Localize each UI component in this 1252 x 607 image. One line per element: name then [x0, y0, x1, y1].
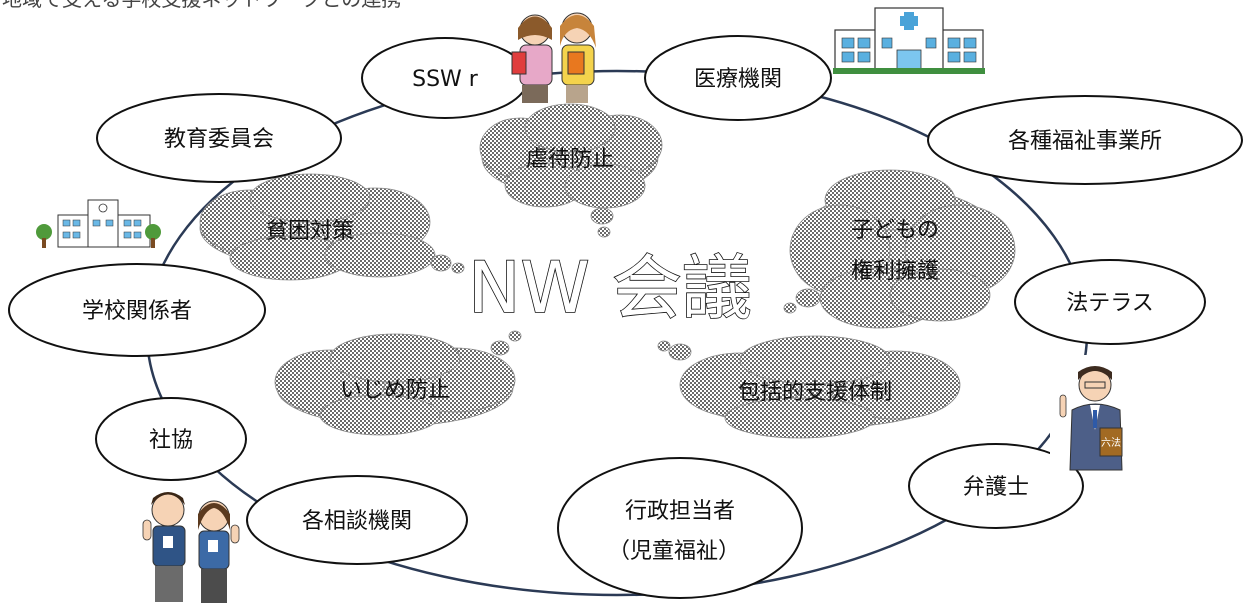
school-icon	[36, 199, 161, 248]
node-label-consultation: 各相談機関	[302, 509, 412, 534]
hospital-icon	[833, 7, 985, 74]
node-lawyer: 弁護士	[908, 443, 1084, 529]
node-board-of-education: 教育委員会	[96, 93, 342, 183]
topic-label-bullying: いじめ防止	[340, 378, 450, 403]
cloud-bullying: いじめ防止	[274, 330, 522, 436]
topic-label-poverty: 貧困対策	[266, 219, 354, 244]
node-shakyo: 社協	[95, 397, 247, 481]
topic-label-child-rights-2: 権利擁護	[851, 259, 939, 284]
node-welfare-offices: 各種福祉事業所	[927, 95, 1243, 185]
node-label-houterasu: 法テラス	[1066, 291, 1154, 316]
topic-label-support-system: 包括的支援体制	[738, 380, 892, 405]
cloud-support-system: 包括的支援体制	[657, 335, 961, 439]
node-sublabel-admin: （児童福祉）	[608, 539, 740, 564]
topic-label-child-rights-1: 子どもの	[851, 218, 939, 243]
node-label-sswr: SSW r	[412, 67, 479, 92]
cloud-child-rights: 子どもの 権利擁護	[783, 169, 1016, 329]
node-label-welfare-offices: 各種福祉事業所	[1008, 129, 1162, 154]
node-label-admin: 行政担当者	[625, 499, 735, 524]
cloud-poverty: 貧困対策	[199, 173, 465, 281]
diagram-title: NW 会議	[468, 247, 752, 329]
node-label-shakyo: 社協	[149, 428, 193, 453]
two-staff-illustration	[142, 492, 240, 603]
topic-label-abuse-prevention: 虐待防止	[526, 147, 614, 172]
node-medical: 医療機関	[644, 35, 832, 121]
node-label-medical: 医療機関	[694, 67, 782, 92]
node-label-lawyer: 弁護士	[963, 475, 1029, 500]
node-consultation: 各相談機関	[246, 475, 468, 565]
node-label-board-of-education: 教育委員会	[164, 127, 274, 152]
law-book-label: 六法	[1101, 436, 1121, 449]
node-sswr: SSW r	[361, 37, 529, 119]
lawyer-illustration: 六法	[1050, 355, 1160, 471]
node-label-school-staff: 学校関係者	[82, 299, 192, 324]
node-school-staff: 学校関係者	[8, 263, 266, 357]
two-women-illustration	[511, 12, 596, 103]
node-houterasu: 法テラス	[1014, 259, 1206, 345]
header-partial-text: 地域で支える学校支援ネットワークとの連携	[2, 0, 401, 11]
cloud-abuse-prevention: 虐待防止	[479, 103, 663, 238]
node-admin: 行政担当者 （児童福祉）	[557, 457, 803, 599]
